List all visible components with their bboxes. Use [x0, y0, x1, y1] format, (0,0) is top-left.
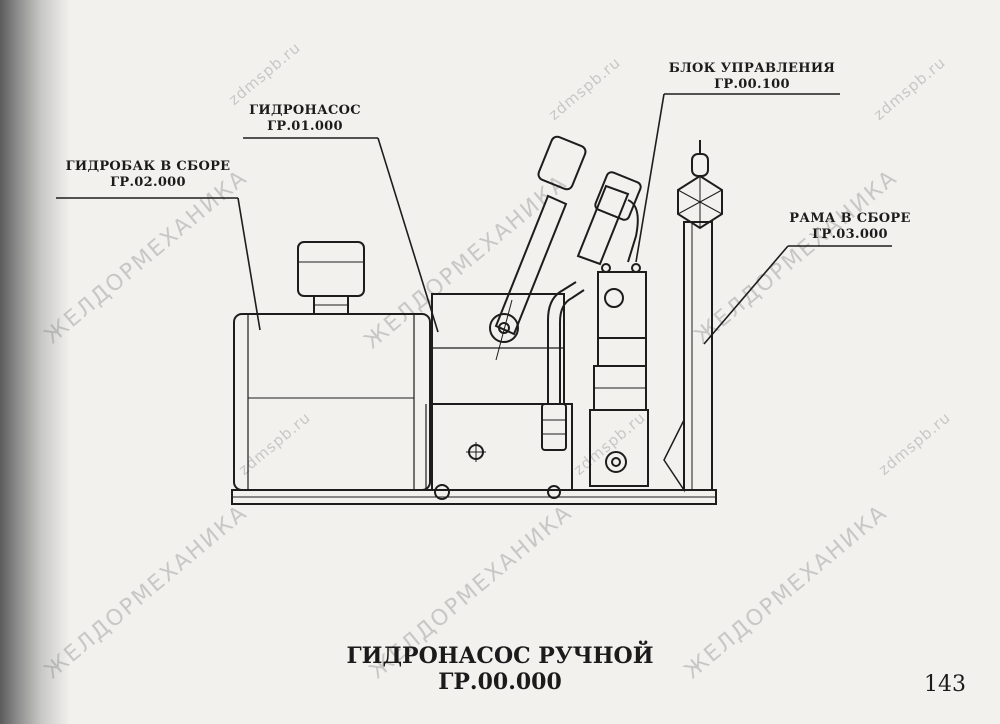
label-hydro-tank: ГИДРОБАК В СБОРЕ ГР.02.000 [60, 159, 236, 191]
pump-lever [489, 135, 587, 361]
label-control-block-code: ГР.00.100 [714, 77, 790, 92]
label-control-block-name: БЛОК УПРАВЛЕНИЯ [668, 61, 836, 76]
label-pump-code: ГР.01.000 [267, 119, 343, 134]
hydraulic-hose [541, 281, 585, 451]
label-hydro-tank-name: ГИДРОБАК В СБОРЕ [65, 159, 231, 174]
drawing-title: ГИДРОНАСОС РУЧНОЙ ГР.00.000 [300, 643, 700, 695]
label-frame-code: ГР.03.000 [812, 227, 888, 242]
leader-lines [56, 93, 892, 345]
label-control-block: БЛОК УПРАВЛЕНИЯ ГР.00.100 [660, 61, 844, 93]
drawing-title-code: ГР.00.000 [438, 669, 562, 695]
drawing-title-name: ГИДРОНАСОС РУЧНОЙ [346, 643, 654, 669]
frame-post [663, 140, 723, 493]
label-pump: ГИДРОНАСОС ГР.01.000 [230, 103, 380, 135]
label-pump-name: ГИДРОНАСОС [249, 103, 361, 118]
page-edge-shadow [0, 0, 70, 724]
label-frame: РАМА В СБОРЕ ГР.03.000 [780, 211, 920, 243]
hydro-tank [233, 241, 431, 491]
control-block [589, 263, 649, 487]
page-number: 143 [924, 672, 966, 697]
pump-body [425, 293, 573, 500]
label-hydro-tank-code: ГР.02.000 [110, 175, 186, 190]
pump-ram [576, 171, 642, 266]
label-frame-name: РАМА В СБОРЕ [789, 211, 911, 226]
